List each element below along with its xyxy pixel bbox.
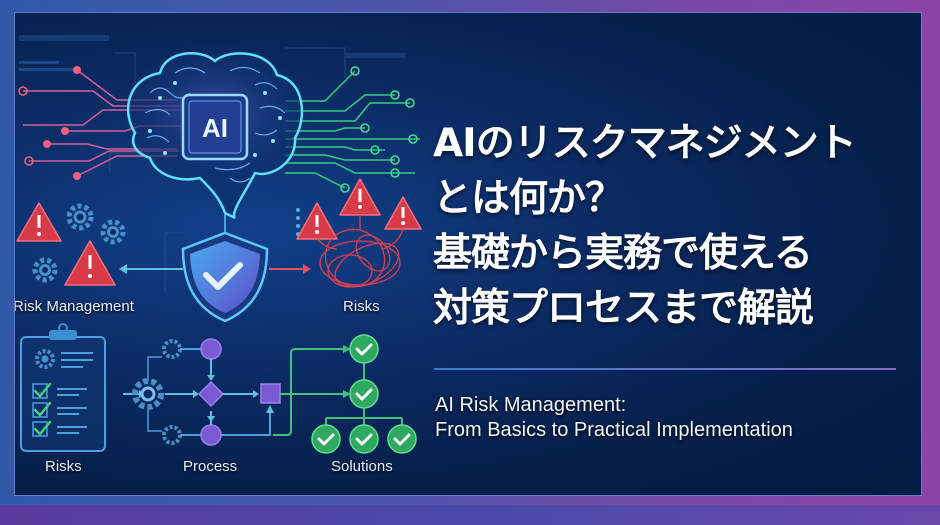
japanese-title-line: AIのリスクマネジメント (433, 121, 857, 166)
clipboard-checklist-icon (20, 323, 106, 452)
label-risks-bottom: Risks (45, 458, 82, 475)
warning-triangle-icon (384, 196, 422, 230)
english-subtitle-line: AI Risk Management: (435, 394, 627, 416)
ai-chip-label: AI (202, 113, 228, 143)
arrow-left-to-risk-management (119, 264, 183, 274)
japanese-title-line: 対策プロセスまで解説 (433, 286, 814, 331)
label-solutions: Solutions (331, 458, 393, 475)
background-circuit-decor (19, 35, 405, 293)
check-circle-icon (311, 424, 341, 454)
check-circle-icon (387, 424, 417, 454)
warning-triangle-icon (16, 202, 62, 242)
illustration: AI (16, 35, 422, 454)
gear-icon (66, 203, 94, 231)
label-process: Process (183, 458, 238, 475)
english-subtitle-line: From Basics to Practical Implementation (435, 419, 793, 441)
thumbnail-panel: AI (14, 12, 922, 496)
ai-chip-icon: AI (181, 93, 249, 161)
shield-check-icon (181, 231, 269, 323)
solution-connectors (273, 348, 403, 436)
right-circuit-lines (285, 70, 420, 189)
check-circle-icon (349, 379, 379, 409)
gear-icon (32, 257, 58, 283)
left-circuit-nodes (18, 66, 81, 180)
flowchart-icon (123, 338, 281, 446)
gear-icon (100, 219, 126, 245)
japanese-title: AIのリスクマネジメント とは何か？ 基礎から実務で使える 対策プロセスまで解説 (433, 116, 857, 336)
japanese-title-line: 基礎から実務で使える (433, 231, 813, 276)
label-risks-top: Risks (343, 298, 380, 315)
arrow-right-to-risks (269, 264, 311, 274)
english-subtitle: AI Risk Management: From Basics to Pract… (435, 393, 793, 443)
check-circle-icon (349, 424, 379, 454)
label-risk-management: Risk Management (14, 298, 134, 315)
check-circle-icon (349, 334, 379, 364)
title-divider (434, 368, 896, 370)
tangle-icon (316, 215, 404, 288)
warning-triangle-icon (296, 202, 338, 240)
warning-triangle-icon (64, 240, 116, 286)
right-circuit-nodes (340, 66, 418, 193)
frame-bottom-strip (0, 505, 940, 525)
japanese-title-line: とは何か？ (433, 176, 624, 221)
